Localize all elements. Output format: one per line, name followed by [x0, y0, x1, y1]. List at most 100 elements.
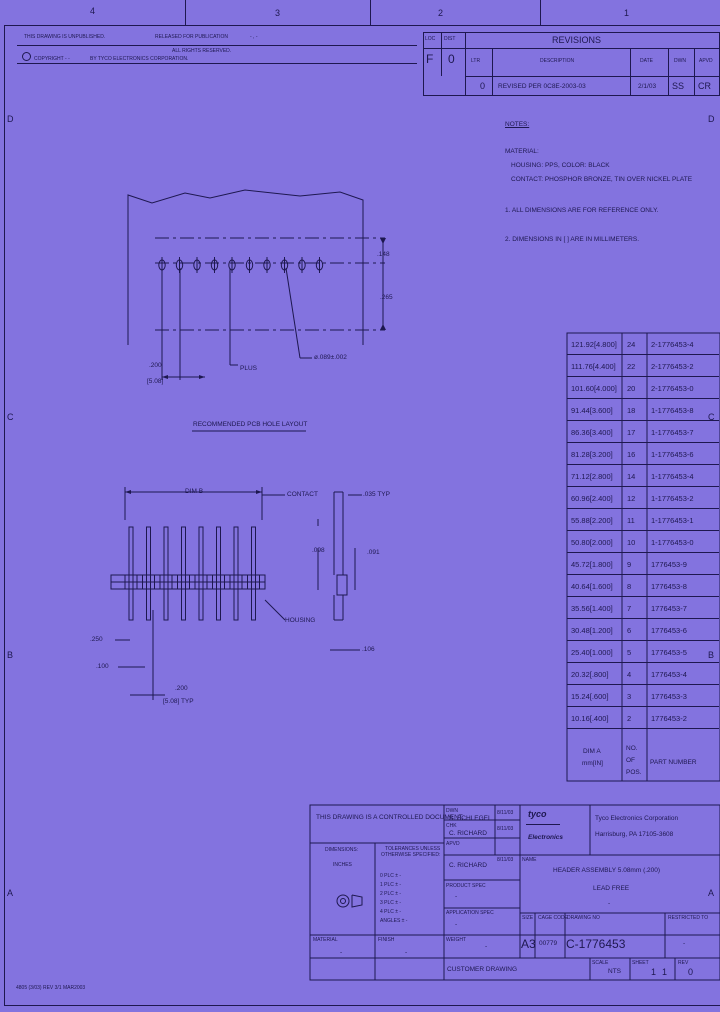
dim-035-label: .035 TYP	[363, 491, 390, 498]
dim-a-cell: 25.40[1.000]	[571, 648, 613, 657]
positions-cell: 8	[627, 582, 632, 591]
contact-pin	[198, 526, 204, 621]
zone-d-left: D	[7, 114, 14, 124]
dim-a-cell: 91.44[3.600]	[571, 406, 613, 415]
table-header-dim: DIM A	[583, 748, 601, 755]
dim-100-label: .100	[96, 663, 109, 670]
tyco-logo: tyco	[528, 809, 547, 819]
table-header-of: OF	[626, 757, 636, 764]
positions-cell: 14	[627, 472, 636, 481]
rev-line	[492, 48, 493, 96]
table-row: 50.80[2.000] 10 1-1776453-0	[567, 531, 719, 553]
dim-091-label: .091	[367, 549, 380, 556]
dim-a-cell: 60.96[2.400]	[571, 494, 613, 503]
zone-c-left: C	[7, 412, 14, 422]
tolerance-row: ANGLES ± -	[380, 918, 408, 924]
positions-cell: 6	[627, 626, 632, 635]
notes-housing: HOUSING: PPS, COLOR: BLACK	[511, 162, 610, 169]
rev-col-dwn: DWN	[674, 58, 686, 64]
arrow	[125, 490, 131, 494]
dwgno-label: DRAWING NO	[567, 915, 600, 921]
positions-cell: 18	[627, 406, 636, 415]
part-number-cell: 1-1776453-1	[651, 516, 694, 525]
header-line	[17, 45, 417, 46]
plus-label: PLUS	[240, 365, 257, 372]
note-2: 2. DIMENSIONS IN [ ] ARE IN MILLIMETERS.	[505, 236, 639, 243]
table-row: 40.64[1.600] 8 1776453-8	[567, 575, 719, 597]
part-number-cell: 2-1776453-2	[651, 362, 694, 371]
positions-cell: 7	[627, 604, 632, 613]
contact-pin	[163, 526, 169, 621]
part-number-cell: 1-1776453-4	[651, 472, 694, 481]
positions-cell: 11	[627, 516, 635, 525]
rev-dist-value: 0	[448, 52, 455, 66]
part-table-frame	[566, 332, 720, 782]
dim-a-cell: 55.88[2.200]	[571, 516, 613, 525]
part-number-cell: 1776453-8	[651, 582, 687, 591]
part-number-cell: 2-1776453-0	[651, 384, 694, 393]
dim-098-label: .098	[312, 547, 325, 554]
zone-3: 3	[275, 8, 281, 18]
table-header-no: NO.	[626, 745, 638, 752]
notes-title: NOTES:	[505, 121, 530, 128]
positions-cell: 16	[627, 450, 636, 459]
dim-a-cell: 10.16[.400]	[571, 714, 609, 723]
zone-tick	[370, 0, 371, 25]
positions-cell: 24	[627, 340, 636, 349]
finish-label: FINISH	[378, 937, 395, 943]
table-row: 55.88[2.200] 11 1-1776453-1	[567, 509, 719, 531]
tolerances-1: TOLERANCES UNLESS	[385, 846, 441, 852]
dim-148: .148	[377, 251, 390, 258]
appr-name: C. RICHARD	[449, 862, 487, 869]
dim-a-cell: 121.92[4.800]	[571, 340, 617, 349]
dim-a-cell: 40.64[1.600]	[571, 582, 613, 591]
header-unpublished: THIS DRAWING IS UNPUBLISHED.	[24, 34, 106, 40]
dim-a-cell: 30.48[1.200]	[571, 626, 613, 635]
dim-265: .265	[380, 294, 393, 301]
cage-label: CAGE CODE	[538, 915, 569, 921]
dim-200-label: .200	[175, 685, 188, 692]
company-name: Tyco Electronics Corporation	[595, 815, 679, 822]
arrow	[380, 238, 386, 244]
material-value: -	[340, 949, 343, 956]
customer-drawing: CUSTOMER DRAWING	[447, 966, 518, 973]
projection-symbol	[336, 894, 350, 908]
rev-col-date: DATE	[640, 58, 653, 64]
rev-dwn: SS	[672, 81, 685, 91]
prod-spec-label: PRODUCT SPEC	[446, 883, 486, 889]
material-label: MATERIAL	[313, 937, 338, 943]
positions-cell: 3	[627, 692, 632, 701]
part-number-cell: 1-1776453-7	[651, 428, 694, 437]
housing-cell	[159, 574, 173, 590]
rev-date: 2/1/03	[638, 83, 657, 90]
dim-a-cell: 50.80[2.000]	[571, 538, 613, 547]
dim-a-cell: 45.72[1.800]	[571, 560, 613, 569]
arrow	[162, 375, 168, 379]
copyright-icon	[22, 52, 31, 61]
part-number-cell: 1776453-7	[651, 604, 687, 613]
rev-line	[694, 48, 695, 96]
rev-value: 0	[688, 967, 694, 977]
rev-label: REV	[678, 960, 689, 966]
housing-cell	[229, 574, 243, 590]
hole-label: ø.089±.002	[314, 354, 347, 361]
dim-508: [5.08]	[147, 378, 164, 385]
form-footer: 4805 (3/03) REV 3/1 MAR2003	[16, 985, 86, 991]
contact-pin	[146, 526, 151, 621]
housing-label: HOUSING	[285, 617, 316, 624]
positions-cell: 10	[627, 538, 636, 547]
part-number-cell: 1-1776453-0	[651, 538, 694, 547]
dim-a-cell: 111.76[4.400]	[571, 362, 616, 371]
table-header-part: PART NUMBER	[650, 759, 697, 766]
appr-date: 8/11/03	[497, 857, 514, 863]
sheet-value: 1	[651, 967, 657, 977]
positions-cell: 2	[627, 714, 632, 723]
layout-caption: RECOMMENDED PCB HOLE LAYOUT	[193, 421, 308, 428]
part-number-cell: 1776453-3	[651, 692, 687, 701]
